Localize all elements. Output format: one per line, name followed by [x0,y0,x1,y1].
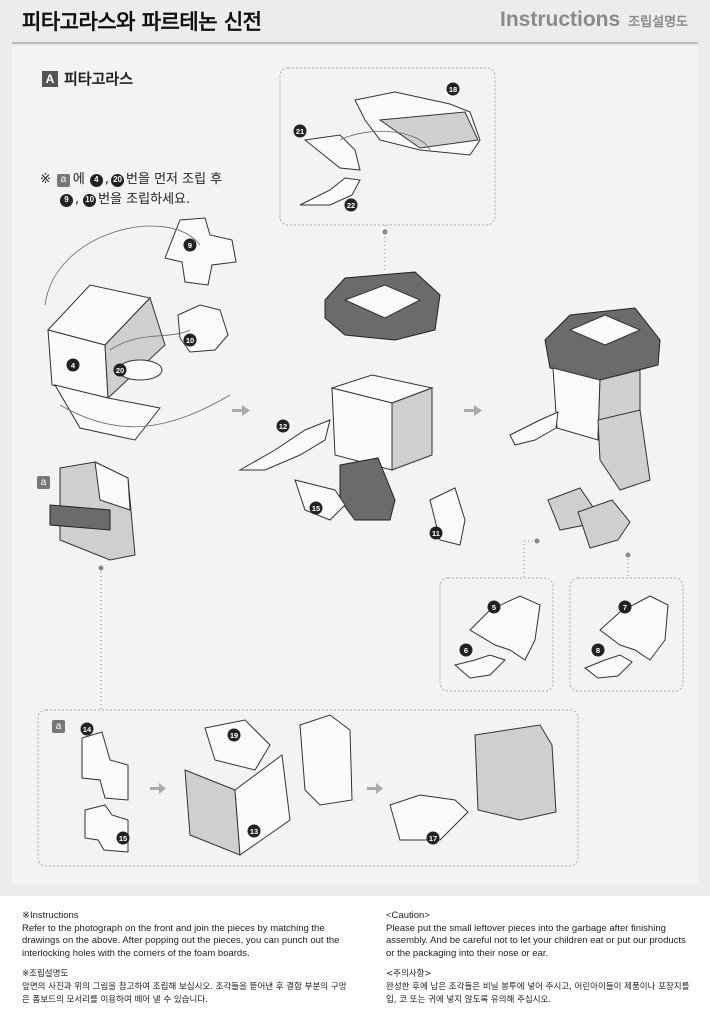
footer-right-ko-heading: <주의사항> [386,969,432,979]
piece-number-12: 12 [276,419,290,433]
note-text-2: 번을 먼저 조립 후 [126,172,223,187]
final-figure [509,307,661,549]
piece-number-14: 14 [80,722,94,736]
callout-box-right-leg [569,577,684,692]
svg-text:22: 22 [347,201,355,210]
header-instructions: Instructions 조립설명도 [500,8,688,32]
step-arrow-2 [464,405,482,416]
note-text-1: 에 [72,172,85,187]
note-num-3: 9 [60,193,73,207]
page-footer: ※Instructions Refer to the photograph on… [0,896,710,1024]
piece-number-22: 22 [344,198,358,212]
svg-text:12: 12 [279,422,287,431]
step-arrow-1 [232,405,250,416]
piece-number-7: 7 [618,600,632,614]
step-arrow-3 [150,783,166,794]
svg-text:15: 15 [119,834,127,843]
note-num-2: 20 [111,173,125,187]
hat-pieces [299,91,481,206]
svg-text:11: 11 [432,529,440,538]
piece-number-18: 18 [446,82,460,96]
note-num-1: 4 [89,173,103,187]
piece-number-17: 17 [426,831,440,845]
instructions-ko: 조립설명도 [628,15,688,30]
svg-text:19: 19 [230,731,238,740]
footer-right-en-body: Please put the small leftover pieces int… [386,922,686,959]
body-assembly-step2 [238,271,466,546]
note-sep-2: , [75,192,80,207]
instructions-en: Instructions [500,8,621,31]
svg-text:14: 14 [83,725,92,734]
svg-text:17: 17 [429,834,437,843]
svg-text:9: 9 [188,241,192,250]
footer-right-column: <Caution> Please put the small leftover … [386,910,696,1007]
section-heading: A 피타고라스 [42,68,133,89]
svg-text:6: 6 [464,646,468,655]
header-rule [12,42,698,44]
svg-text:4: 4 [71,361,76,370]
callout-box-top [279,67,496,226]
leader-left-leg [523,540,537,578]
svg-text:8: 8 [596,646,600,655]
footer-right-en-heading: <Caution> [386,910,430,921]
note-num-4: 10 [83,193,97,207]
svg-text:10: 10 [186,336,194,345]
piece-number-9: 9 [183,238,197,252]
piece-number-6: 6 [459,643,473,657]
piece-number-8: 8 [591,643,605,657]
bottom-sub-a-pieces [81,714,557,856]
piece-number-15b: 15 [116,831,130,845]
section-badge: A [42,70,58,87]
piece-number-15: 15 [309,501,323,515]
assembly-note: ※ a 에 4 , 20 번을 먼저 조립 후 9 , 10 번을 조립하세요. [40,170,222,210]
svg-text:13: 13 [250,827,258,836]
step-arrow-4 [367,783,383,794]
svg-text:15: 15 [312,504,320,513]
piece-number-20: 20 [113,363,127,377]
note-mark: ※ [40,172,51,187]
piece-number-19: 19 [227,728,241,742]
page-title: 피타고라스와 파르테논 신전 [22,10,262,34]
footer-left-column: ※Instructions Refer to the photograph on… [22,910,352,1007]
sub-label-a: a [37,476,50,489]
footer-right-ko-body: 완성한 후에 남은 조각들은 비닐 봉투에 넣어 주시고, 어린아이들이 제품이… [386,982,690,1005]
section-name: 피타고라스 [64,70,134,88]
svg-text:7: 7 [623,603,627,612]
piece-number-21: 21 [293,124,307,138]
piece-number-13: 13 [247,824,261,838]
sub-label-a-bottom: a [52,720,65,733]
footer-left-ko-heading: ※조립설명도 [22,969,69,979]
page-header: 피타고라스와 파르테논 신전 Instructions 조립설명도 [0,0,710,46]
svg-text:21: 21 [296,127,304,136]
piece-number-11: 11 [429,526,443,540]
note-sep: , [104,172,110,187]
svg-text:5: 5 [492,603,496,612]
note-sub-badge: a [56,173,70,187]
footer-left-en-body: Refer to the photograph on the front and… [22,922,340,959]
note-text-3: 번을 조립하세요. [98,192,191,207]
sub-a-piece [49,461,136,561]
callout-box-bottom [37,709,579,867]
svg-text:20: 20 [116,366,124,375]
piece-number-4: 4 [66,358,80,372]
piece-number-5: 5 [487,600,501,614]
footer-left-en-heading: ※Instructions [22,910,79,921]
svg-text:18: 18 [449,85,457,94]
body-assembly-step1 [44,217,237,441]
footer-left-ko-body: 앞면의 사진과 위의 그림을 참고하여 조립해 보십시오. 조각들을 뜯어낸 후… [22,982,347,1005]
piece-number-10: 10 [183,333,197,347]
callout-box-left-leg [439,577,554,692]
leg-pieces-left [453,595,541,679]
piece-number-markers: 18 21 22 9 10 4 20 12 15 11 5 6 7 8 14 1… [66,82,632,845]
